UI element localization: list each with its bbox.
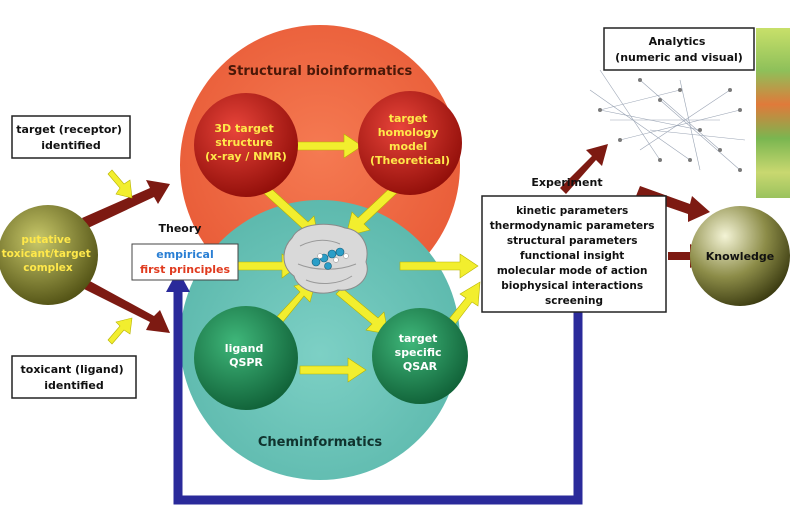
knowledge-label: Knowledge [706,250,775,263]
qspr-line2: QSPR [229,356,263,369]
qsar-line3: QSAR [403,360,438,373]
knowledge-node [690,206,790,306]
homology-line2: homology [378,126,439,139]
complex-line1: putative [21,234,71,246]
homology-line3: model [389,140,427,153]
complex-line3: complex [23,262,73,274]
cheminformatics-title: Cheminformatics [258,435,383,450]
homology-line4: (Theoretical) [370,154,450,167]
svg-text:Analytics (numeric and vis: Analytics (numeric and visual) [615,35,743,64]
homology-line1: target [389,112,428,125]
experiment-item: kinetic parameters [516,205,628,217]
experiment-item: thermodynamic parameters [490,220,655,232]
svg-text:putative toxicant/target: putative toxicant/target complex [2,234,95,274]
feedback-arrowhead [166,270,190,292]
qsar-line2: specific [395,346,442,359]
analytics-box [603,27,755,71]
svg-text:3D target structure (x: 3D target structure (x-ray / NMR) [205,122,287,163]
theory-box [131,243,239,281]
svg-text:target (receptor) identifi: target (receptor) identified [16,123,125,152]
experiment-item: functional insight [520,250,624,262]
experiment-box [481,195,667,313]
target-3d-structure-node [194,93,298,197]
ligand-line1: toxicant (ligand) [21,363,124,376]
analytics-line2: (numeric and visual) [615,51,743,64]
protein-structure-image [283,223,368,294]
structural-bioinformatics-title: Structural bioinformatics [228,64,413,79]
receptor-line1: target (receptor) [16,123,122,136]
theory-label: Theory [159,222,202,235]
target-3d-line1: 3D target [214,122,273,135]
experiment-item: structural parameters [507,235,638,247]
experiment-list: kinetic parameters thermodynamic paramet… [490,205,658,307]
theory-empirical: empirical [156,248,213,261]
svg-text:ligand QSPR: ligand QSPR [225,342,267,369]
experiment-label: Experiment [531,176,602,189]
target-3d-line2: structure [215,136,273,149]
target-3d-line3: (x-ray / NMR) [205,150,287,163]
experiment-item: biophysical interactions [501,280,643,292]
experiment-item: molecular mode of action [497,265,648,277]
qspr-line1: ligand [225,342,264,355]
target-qsar-node [372,308,468,404]
svg-text:target homology model: target homology model (Theoretical) [370,112,450,167]
putative-complex-node [0,205,98,305]
receptor-identified-box [11,115,131,159]
analytics-heatmap [756,28,790,198]
qsar-line1: target [399,332,438,345]
homology-model-node [358,91,462,195]
ligand-qspr-node [194,306,298,410]
feedback-arrow [173,290,583,505]
ligand-line2: identified [44,379,103,392]
theory-first-principles: first principles [140,263,231,276]
ligand-identified-box [11,355,137,399]
complex-line2: toxicant/target [2,248,91,260]
svg-text:target specific QSAR: target specific QSAR [395,332,446,373]
analytics-network-graphic [589,28,790,198]
svg-text:toxicant (ligand) identifi: toxicant (ligand) identified [21,363,128,392]
receptor-line2: identified [41,139,100,152]
experiment-item: screening [545,295,603,307]
analytics-line1: Analytics [649,35,706,48]
yellow-arrows [107,133,481,383]
